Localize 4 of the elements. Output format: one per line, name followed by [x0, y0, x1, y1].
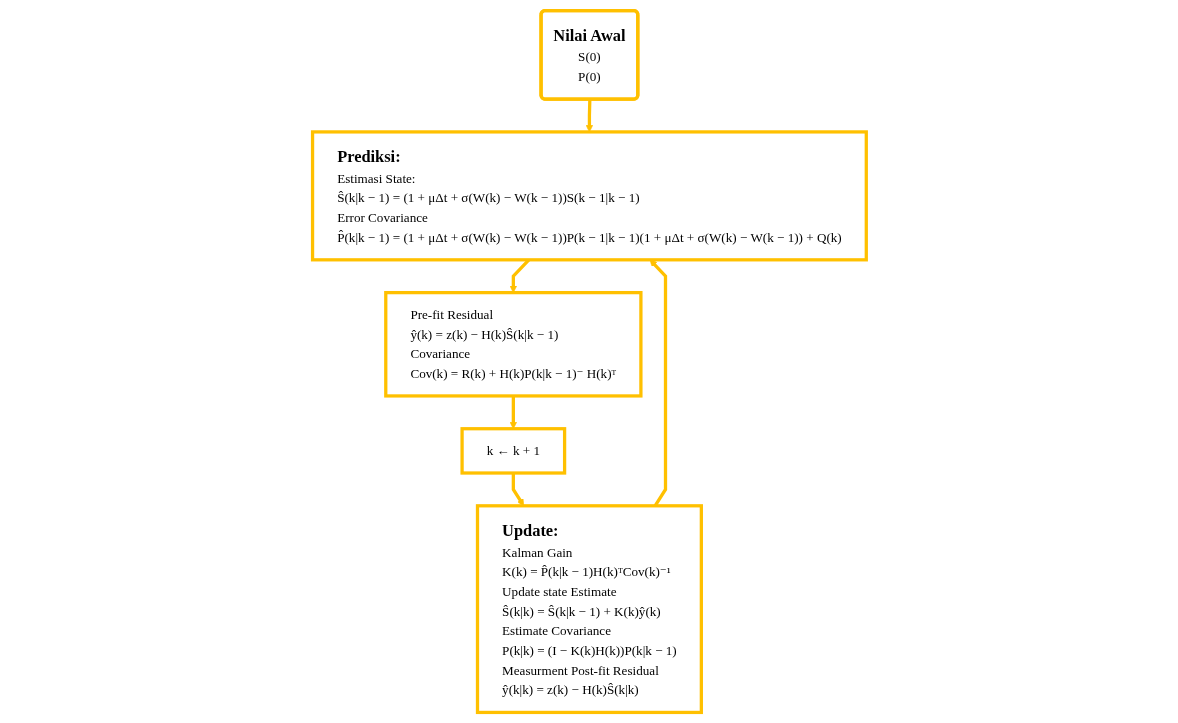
node-box: Prediksi: Estimasi State: Ŝ(k|k − 1) = (1 + μΔt + σ(W(k) − W(k − 1))S(k − 1|k − 1) Error Covariance P̂(k|k − 1) = (1 + μΔt + σ(W(k) − W(k − 1))P(k − 1|k − 1)(1 + μΔt + σ(W(k) − W(k − 1)) + Q(k) [310, 130, 868, 262]
node-box: k ← k + 1 [460, 427, 566, 475]
node-box: Update: Kalman Gain K(k) = P̂(k|k − 1)H(k)ᵀCov(k)⁻¹ Update state Estimate Ŝ(k|k) = Ŝ(k|k − 1) + K(k)ŷ(k) Estimate Covariance P(k|k) = (I − K(k)H(k))P(k|k − 1) Measurment Post-fit Residual ŷ(k|k) = z(k) − H(k)Ŝ(k|k) [475, 504, 703, 715]
node-box: Pre-fit Residual ŷ(k) = z(k) − H(k)Ŝ(k|k − 1) Covariance Cov(k) = R(k) + H(k)P(k|k − 1)⁻ H(k)ᵀ [383, 291, 643, 398]
